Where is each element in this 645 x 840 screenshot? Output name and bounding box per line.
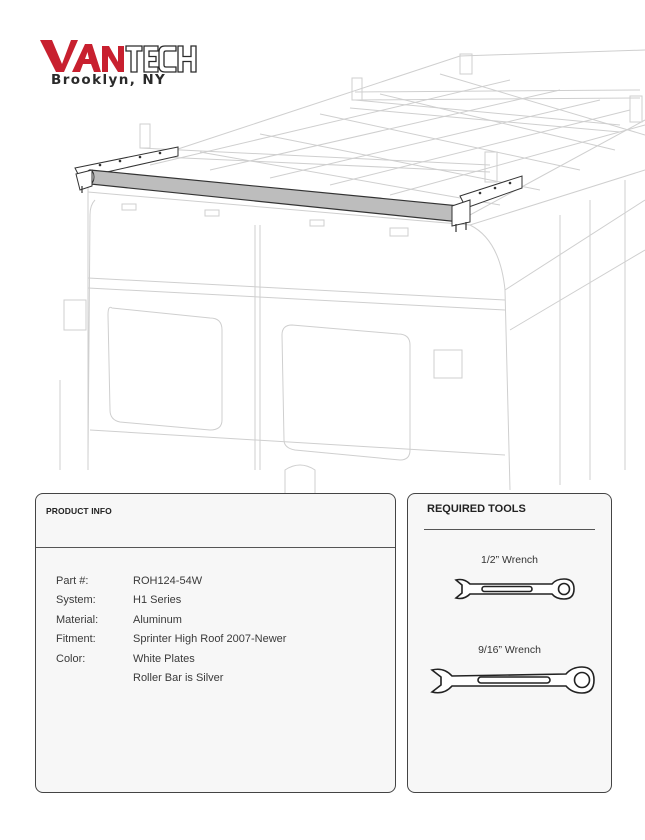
info-label: Color: [56,652,86,665]
info-label: Part #: [56,575,89,587]
vantech-logo-mark [40,40,197,73]
info-row-color-note: Roller Bar is Silver [56,669,286,688]
tool-label-half-inch: 1/2” Wrench [481,554,538,566]
info-value: H1 Series [133,594,182,607]
info-row-system: System: H1 Series [56,591,286,610]
info-row-material: Material: Aluminum [56,611,286,630]
location-text: Brooklyn, NY [51,72,167,88]
divider [424,529,595,530]
tool-label-nine-sixteenths: 9/16” Wrench [478,644,541,656]
info-value: Aluminum [133,613,182,626]
product-info-list: Part #: ROH124-54W System: H1 Series Mat… [56,572,286,688]
wrench-icon [430,666,595,694]
info-value: Sprinter High Roof 2007-Newer [133,633,287,646]
required-tools-title: REQUIRED TOOLS [427,503,526,515]
info-label: System: [56,594,96,607]
info-row-part: Part #: ROH124-54W [56,572,286,591]
info-label [56,669,133,688]
info-value: ROH124-54W [133,575,203,587]
vantech-logo [38,38,208,98]
info-value: Roller Bar is Silver [133,671,224,684]
van-roof-rack-illustration [59,49,645,496]
info-row-color: Color: White Plates [56,650,286,669]
info-label: Fitment: [56,633,96,646]
wrench-icon [454,578,575,600]
info-row-fitment: Fitment: Sprinter High Roof 2007-Newer [56,630,286,649]
info-label: Material: [56,613,99,626]
product-info-header: PRODUCT INFO [36,494,395,548]
required-tools-panel: REQUIRED TOOLS 1/2” Wrench 9/16” Wrench [407,493,612,793]
product-info-panel: PRODUCT INFO Part #: ROH124-54W System: … [35,493,396,793]
product-info-title: PRODUCT INFO [46,506,112,516]
info-value: White Plates [133,652,195,665]
